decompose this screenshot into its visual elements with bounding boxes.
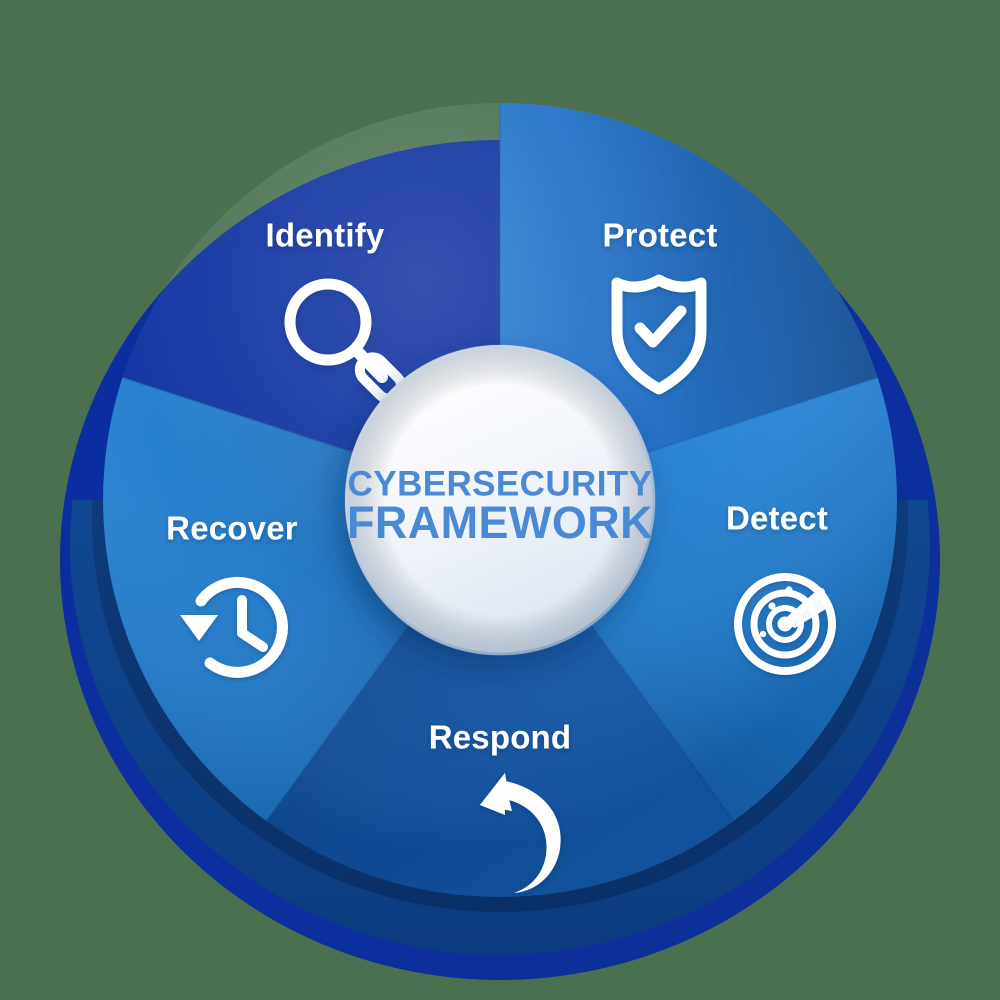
segment-labels: Identify Protect Detect Respond Recover (166, 217, 828, 756)
label-respond: Respond (429, 719, 572, 756)
label-detect: Detect (726, 500, 828, 537)
label-identify: Identify (266, 217, 385, 254)
center-hub: CYBERSECURITY FRAMEWORK (344, 344, 656, 656)
segment-icons (180, 274, 836, 893)
clock-restore-icon (180, 576, 288, 678)
center-title-line1: CYBERSECURITY (348, 464, 653, 503)
center-title-line2: FRAMEWORK (347, 497, 653, 548)
radar-icon (734, 573, 836, 675)
label-recover: Recover (166, 510, 298, 547)
reply-arrow-icon (480, 773, 561, 893)
shield-check-icon (611, 274, 707, 395)
label-protect: Protect (602, 217, 717, 254)
